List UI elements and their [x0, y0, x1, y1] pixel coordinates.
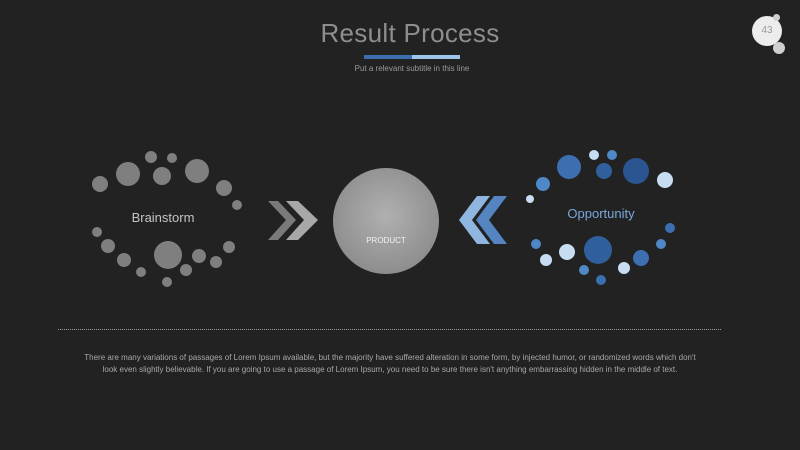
cluster-dot	[584, 236, 612, 264]
cluster-dot	[116, 162, 140, 186]
brainstorm-label: Brainstorm	[131, 210, 195, 225]
cluster-dot	[180, 264, 192, 276]
cluster-dot	[92, 227, 102, 237]
cluster-dot	[192, 249, 206, 263]
cluster-dot	[154, 241, 182, 269]
product-circle	[333, 168, 439, 274]
cluster-dot	[232, 200, 242, 210]
cluster-dot	[531, 239, 541, 249]
cluster-dot	[153, 167, 171, 185]
cluster-dot	[185, 159, 209, 183]
chevron-right-icon	[268, 201, 318, 240]
cluster-dot	[216, 180, 232, 196]
cluster-dot	[589, 150, 599, 160]
cluster-dot	[656, 239, 666, 249]
title-underline	[364, 55, 460, 59]
cluster-dot	[210, 256, 222, 268]
page-subtitle: Put a relevant subtitle in this line	[354, 64, 470, 73]
section-divider	[58, 329, 721, 330]
page-badge-dot	[773, 42, 785, 54]
page-number-badge: 43	[752, 16, 782, 46]
cluster-dot	[92, 176, 108, 192]
cluster-dot	[145, 151, 157, 163]
product-label: PRODUCT	[366, 236, 406, 245]
cluster-dot	[167, 153, 177, 163]
cluster-dot	[623, 158, 649, 184]
cluster-dot	[579, 265, 589, 275]
cluster-dot	[540, 254, 552, 266]
cluster-dot	[101, 239, 115, 253]
opportunity-cluster	[526, 150, 675, 285]
cluster-dot	[557, 155, 581, 179]
cluster-dot	[536, 177, 550, 191]
cluster-dot	[223, 241, 235, 253]
cluster-dot	[633, 250, 649, 266]
cluster-dot	[162, 277, 172, 287]
cluster-dot	[607, 150, 617, 160]
page-title: Result Process	[320, 18, 500, 48]
opportunity-label: Opportunity	[567, 206, 635, 221]
cluster-dot	[559, 244, 575, 260]
cluster-dot	[526, 195, 534, 203]
brainstorm-cluster	[92, 151, 242, 287]
chevron-left-icon	[459, 196, 507, 244]
page-badge-dot	[773, 14, 780, 21]
cluster-dot	[596, 163, 612, 179]
cluster-dot	[618, 262, 630, 274]
body-paragraph: There are many variations of passages of…	[84, 353, 696, 374]
cluster-dot	[117, 253, 131, 267]
cluster-dot	[665, 223, 675, 233]
cluster-dot	[136, 267, 146, 277]
cluster-dot	[596, 275, 606, 285]
cluster-dot	[657, 172, 673, 188]
